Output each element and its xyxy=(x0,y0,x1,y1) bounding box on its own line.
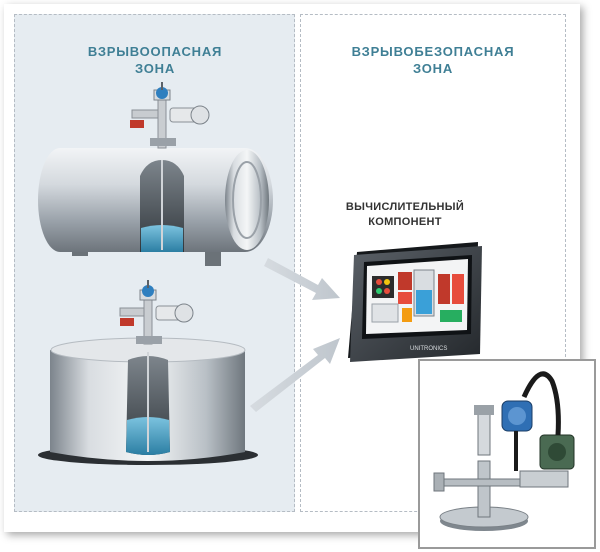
valve-blue xyxy=(156,87,168,99)
inset-photo xyxy=(418,359,596,549)
hazardous-zone-title-line2: ЗОНА xyxy=(134,61,176,76)
horizontal-tank xyxy=(38,148,273,266)
vertical-tank xyxy=(38,337,258,465)
computing-title-line2: КОМПОНЕНТ xyxy=(368,216,442,228)
hazardous-zone-title: ВЗРЫВООПАСНАЯ ЗОНА xyxy=(40,43,270,77)
arrow-upper xyxy=(264,258,340,300)
safe-zone-title-line2: ЗОНА xyxy=(412,61,454,76)
tank-end-cap xyxy=(225,150,269,250)
level-gauge-photo xyxy=(433,371,575,531)
arrow-lower xyxy=(250,338,340,412)
panel-brand: UNITRONICS xyxy=(410,346,447,352)
transmitter-lower xyxy=(119,280,194,345)
computing-component-title: ВЫЧИСЛИТЕЛЬНЫЙ КОМПОНЕНТ xyxy=(330,200,480,230)
computing-title-line1: ВЫЧИСЛИТЕЛЬНЫЙ xyxy=(345,201,465,213)
safe-zone-title-line1: ВЗРЫВОБЕЗОПАСНАЯ xyxy=(351,44,515,59)
safe-zone-title: ВЗРЫВОБЕЗОПАСНАЯ ЗОНА xyxy=(305,43,561,77)
hmi-panel: UNITRONICS xyxy=(348,242,482,362)
hazardous-zone-title-line1: ВЗРЫВООПАСНАЯ xyxy=(87,44,223,59)
cable xyxy=(521,371,561,436)
transmitter-upper xyxy=(130,82,210,149)
